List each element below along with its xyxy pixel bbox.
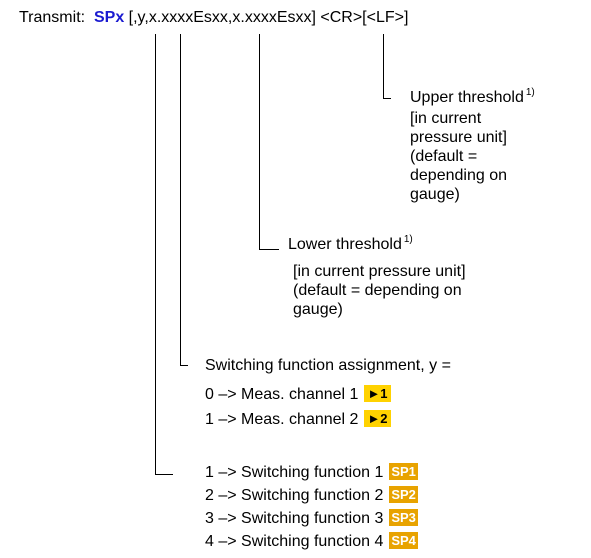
upper-threshold-line: (default = xyxy=(410,148,478,165)
tree-line-assignment xyxy=(180,34,181,365)
switching-option-text: 3 –> Switching function 3 xyxy=(205,510,384,527)
lower-threshold-title: Lower threshold xyxy=(288,236,402,253)
tree-branch-switching xyxy=(155,474,173,475)
upper-footnote: 1) xyxy=(525,87,535,98)
switching-option: 2 –> Switching function 2 SP2 xyxy=(205,486,418,505)
channel-1-badge-icon: ►1 xyxy=(364,385,391,403)
lower-threshold-details: [in current pressure unit] (default = de… xyxy=(293,262,466,319)
assignment-option-text: 0 –> Meas. channel 1 xyxy=(205,386,359,403)
tree-branch-upper xyxy=(383,98,391,99)
upper-threshold-line: depending on xyxy=(410,167,507,184)
switching-option-text: 2 –> Switching function 2 xyxy=(205,487,384,504)
tree-branch-lower xyxy=(259,249,279,250)
upper-threshold-line: pressure unit] xyxy=(410,129,507,146)
switching-option-text: 1 –> Switching function 1 xyxy=(205,464,384,481)
switching-option: 1 –> Switching function 1 SP1 xyxy=(205,463,418,482)
channel-2-badge-icon: ►2 xyxy=(364,410,391,428)
command-arguments: [,y,x.xxxxEsxx,x.xxxxEsxx] <CR>[<LF>] xyxy=(124,9,409,26)
sp3-badge-icon: SP3 xyxy=(389,509,418,527)
switching-option: 4 –> Switching function 4 SP4 xyxy=(205,532,418,551)
tree-line-lower xyxy=(259,34,260,249)
assignment-option-text: 1 –> Meas. channel 2 xyxy=(205,411,359,428)
command-name: SPx xyxy=(93,9,125,26)
switching-option: 3 –> Switching function 3 SP3 xyxy=(205,509,418,528)
tree-branch-assignment xyxy=(180,365,188,366)
assignment-title: Switching function assignment, y = xyxy=(205,357,451,374)
command-line: Transmit: SPx [,y,x.xxxxEsxx,x.xxxxEsxx]… xyxy=(19,8,408,27)
sp1-badge-icon: SP1 xyxy=(389,463,418,481)
lower-threshold-line: [in current pressure unit] xyxy=(293,263,466,280)
assignment-option: 1 –> Meas. channel 2 ►2 xyxy=(205,410,391,429)
tree-line-upper xyxy=(383,34,384,98)
lower-threshold-line: (default = depending on xyxy=(293,282,462,299)
transmit-label: Transmit: xyxy=(19,9,86,26)
lower-footnote: 1) xyxy=(403,234,413,245)
upper-threshold-title: Upper threshold xyxy=(410,89,524,106)
upper-threshold-line: [in current xyxy=(410,110,482,127)
tree-line-switching xyxy=(155,34,156,474)
lower-threshold-line: gauge) xyxy=(293,301,343,318)
switching-option-text: 4 –> Switching function 4 xyxy=(205,533,384,550)
assignment-option: 0 –> Meas. channel 1 ►1 xyxy=(205,385,391,404)
sp4-badge-icon: SP4 xyxy=(389,532,418,550)
upper-threshold-line: gauge) xyxy=(410,186,460,203)
sp2-badge-icon: SP2 xyxy=(389,486,418,504)
